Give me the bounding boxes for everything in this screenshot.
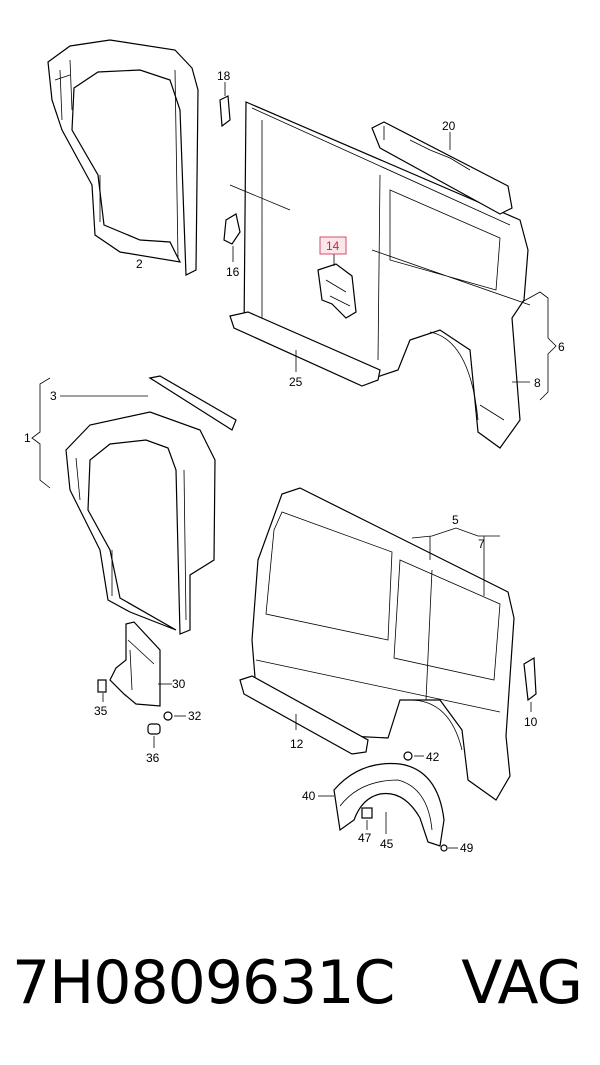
callout-25: 25: [289, 375, 303, 389]
callout-40: 40: [302, 789, 316, 803]
callout-3: 3: [50, 389, 57, 403]
callout-8: 8: [534, 376, 541, 390]
part-2-door-frame: [47, 39, 199, 276]
callout-14: 14: [326, 239, 340, 253]
callout-45: 45: [380, 837, 394, 851]
callout-47: 47: [358, 831, 372, 845]
part-49-screw: [440, 844, 458, 852]
part-6-side-panel: [229, 101, 531, 449]
part-12-sill: [239, 675, 369, 755]
part-20-rail: [371, 121, 513, 215]
callout-35: 35: [94, 704, 108, 718]
callout-6: 6: [558, 340, 565, 354]
part-10-handle: [523, 656, 537, 712]
callout-16: 16: [226, 265, 240, 279]
part-32-screw: [163, 711, 186, 721]
part-14-hinge: [317, 254, 357, 319]
part-40-wheel-arch: [318, 762, 445, 847]
callout-20: 20: [442, 119, 456, 133]
part-47-clip: [361, 807, 373, 830]
callout-7: 7: [478, 537, 485, 551]
part-25-sill: [229, 311, 381, 387]
bracket-6-8: [512, 291, 557, 401]
callout-42: 42: [426, 750, 440, 764]
highlight-box-14: [319, 236, 347, 255]
callout-30: 30: [172, 677, 186, 691]
part-number: 7H0809631C: [12, 948, 395, 1018]
callout-1: 1: [24, 431, 31, 445]
part-35-bolt: [97, 679, 107, 702]
part-16-bracket: [223, 213, 241, 262]
callout-10: 10: [524, 715, 538, 729]
footer: 7H0809631C VAG: [0, 938, 600, 1028]
part-1-pillar: [31, 375, 237, 635]
part-42-clip: [403, 751, 424, 761]
callout-32: 32: [188, 709, 202, 723]
brand-label: VAG: [461, 948, 583, 1018]
part-36-clip: [147, 723, 161, 748]
callout-18: 18: [217, 69, 231, 83]
part-18-clip: [219, 82, 231, 128]
callout-2: 2: [136, 257, 143, 271]
part-30-panel: [109, 621, 172, 707]
callout-36: 36: [146, 751, 160, 765]
callout-49: 49: [460, 841, 474, 855]
callout-12: 12: [290, 737, 304, 751]
part-5-side-panel: [251, 487, 515, 801]
callout-5: 5: [452, 513, 459, 527]
